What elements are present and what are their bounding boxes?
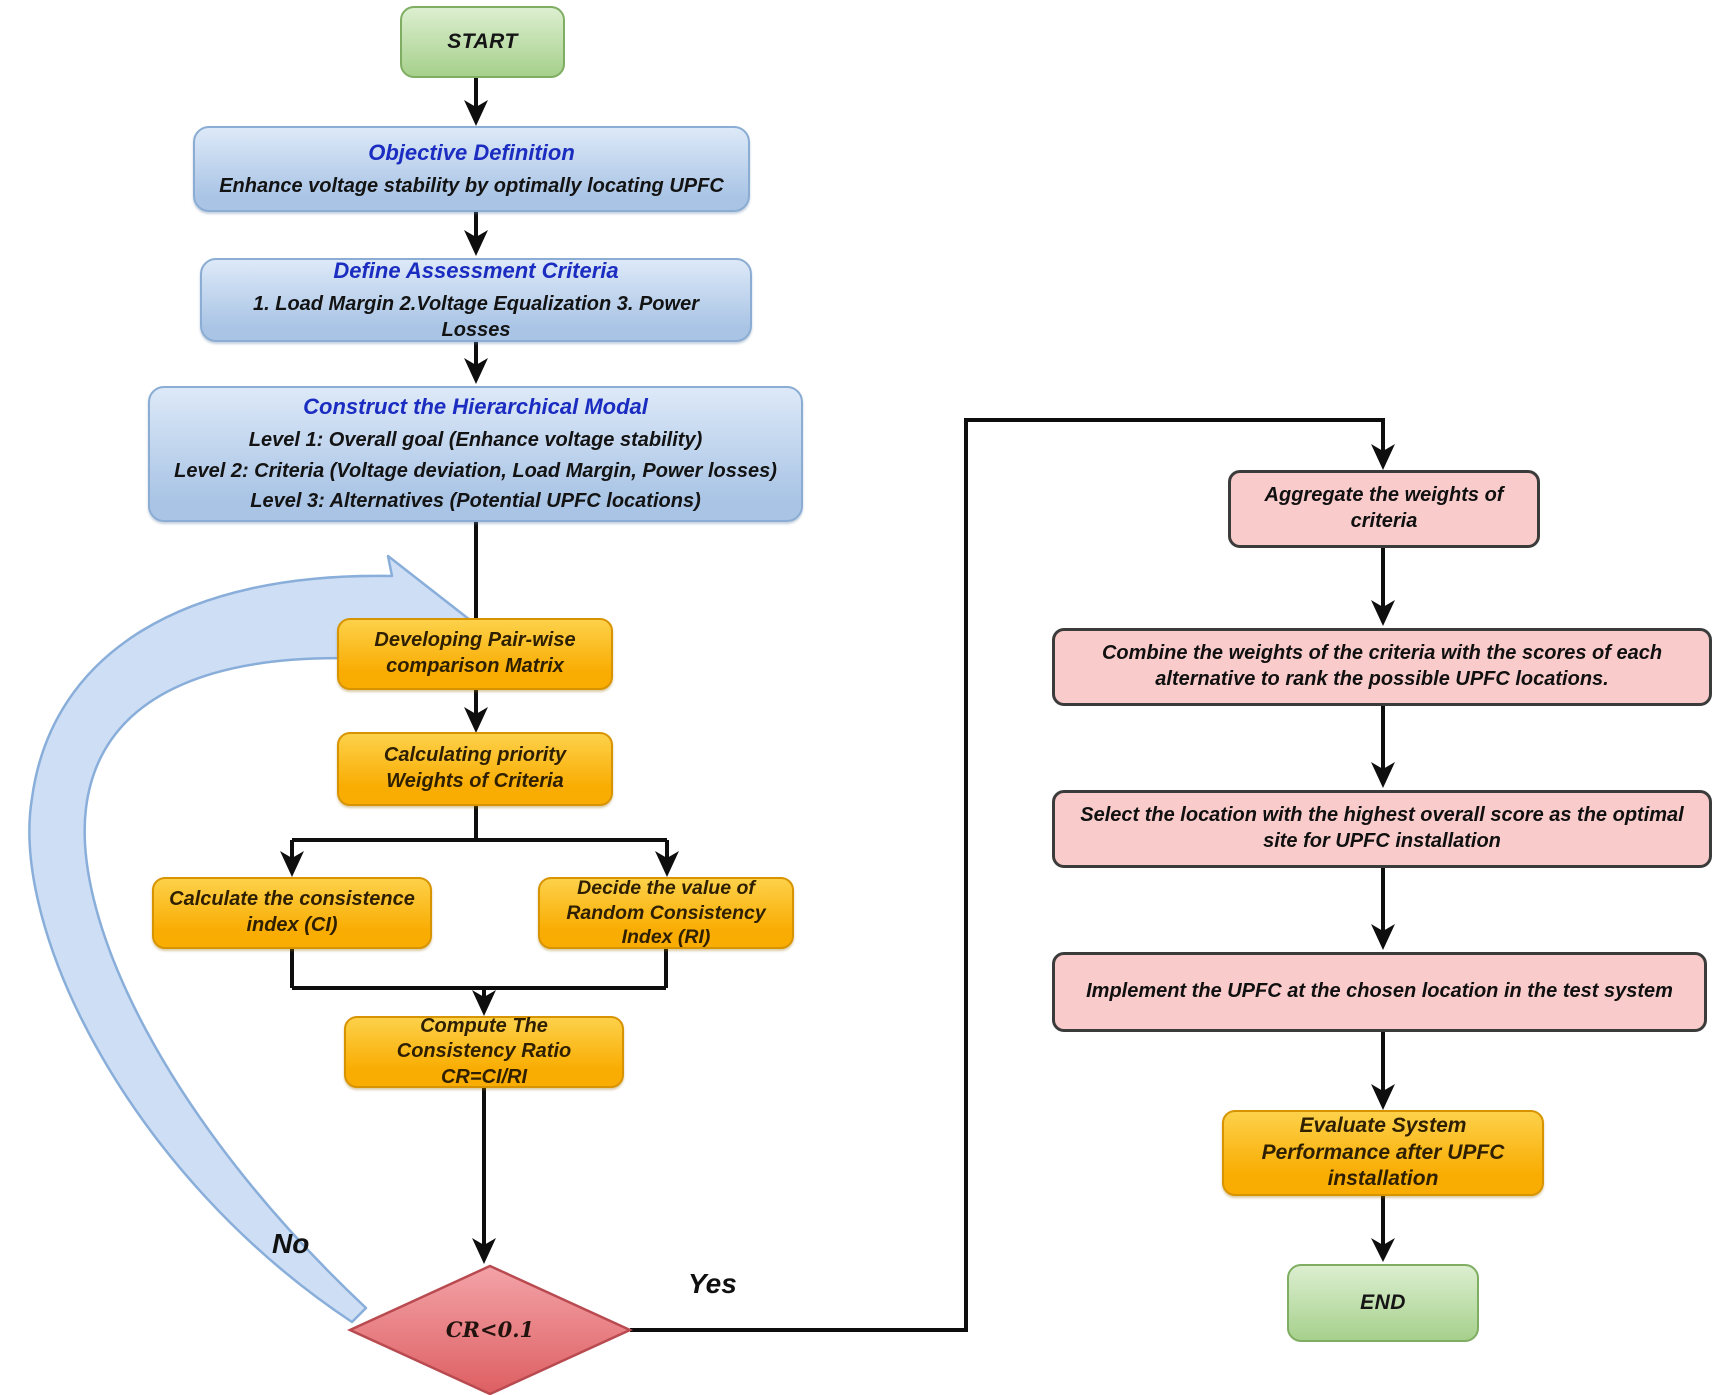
objective-body: Enhance voltage stability by optimally l…: [219, 174, 724, 197]
aggregate-label: Aggregate the weights of criteria: [1264, 484, 1504, 532]
implement-label: Implement the UPFC at the chosen locatio…: [1086, 980, 1673, 1003]
objective-title: Objective Definition: [368, 139, 575, 165]
consistency-ratio-node: Compute The Consistency Ratio CR=CI/RI: [344, 1014, 624, 1088]
criteria-body: 1. Load Margin 2.Voltage Equalization 3.…: [252, 292, 699, 341]
combine-label: Combine the weights of the criteria with…: [1101, 642, 1663, 690]
objective-node: Objective Definition Enhance voltage sta…: [193, 126, 750, 212]
criteria-node: Define Assessment Criteria 1. Load Margi…: [200, 258, 752, 342]
no-branch-label: No: [272, 1228, 310, 1259]
yes-branch-label: Yes: [688, 1268, 737, 1299]
combine-node: Combine the weights of the criteria with…: [1052, 628, 1712, 706]
random-index-label: Decide the value of Random Consistency I…: [566, 876, 766, 949]
criteria-title: Define Assessment Criteria: [333, 257, 619, 283]
consistency-index-label: Calculate the consistence index (CI): [169, 888, 415, 936]
select-node: Select the location with the highest ove…: [1052, 790, 1712, 868]
hierarchy-level2: Level 2: Criteria (Voltage deviation, Lo…: [174, 459, 777, 482]
start-label: START: [447, 29, 518, 53]
evaluate-node: Evaluate System Performance after UPFC i…: [1222, 1110, 1544, 1196]
pairwise-label: Developing Pair-wise comparison Matrix: [374, 629, 576, 677]
consistency-ratio-label: Compute The Consistency Ratio CR=CI/RI: [396, 1014, 572, 1088]
weights-node: Calculating priority Weights of Criteria: [337, 732, 613, 806]
pairwise-node: Developing Pair-wise comparison Matrix: [337, 618, 613, 690]
consistency-index-node: Calculate the consistence index (CI): [152, 877, 432, 949]
end-node: END: [1287, 1264, 1479, 1342]
evaluate-label: Evaluate System Performance after UPFC i…: [1261, 1113, 1505, 1191]
decision-label: CR<0.1: [445, 1316, 535, 1342]
aggregate-node: Aggregate the weights of criteria: [1228, 470, 1540, 548]
decision-diamond: [346, 1264, 634, 1395]
implement-node: Implement the UPFC at the chosen locatio…: [1052, 952, 1707, 1032]
random-index-node: Decide the value of Random Consistency I…: [538, 877, 794, 949]
end-label: END: [1360, 1290, 1406, 1314]
hierarchy-level1: Level 1: Overall goal (Enhance voltage s…: [248, 429, 703, 452]
select-label: Select the location with the highest ove…: [1080, 804, 1684, 852]
start-node: START: [400, 6, 565, 78]
hierarchy-title: Construct the Hierarchical Modal: [303, 394, 648, 420]
hierarchy-node: Construct the Hierarchical Modal Level 1…: [148, 386, 803, 522]
hierarchy-level3: Level 3: Alternatives (Potential UPFC lo…: [250, 490, 701, 513]
weights-label: Calculating priority Weights of Criteria: [383, 744, 567, 792]
